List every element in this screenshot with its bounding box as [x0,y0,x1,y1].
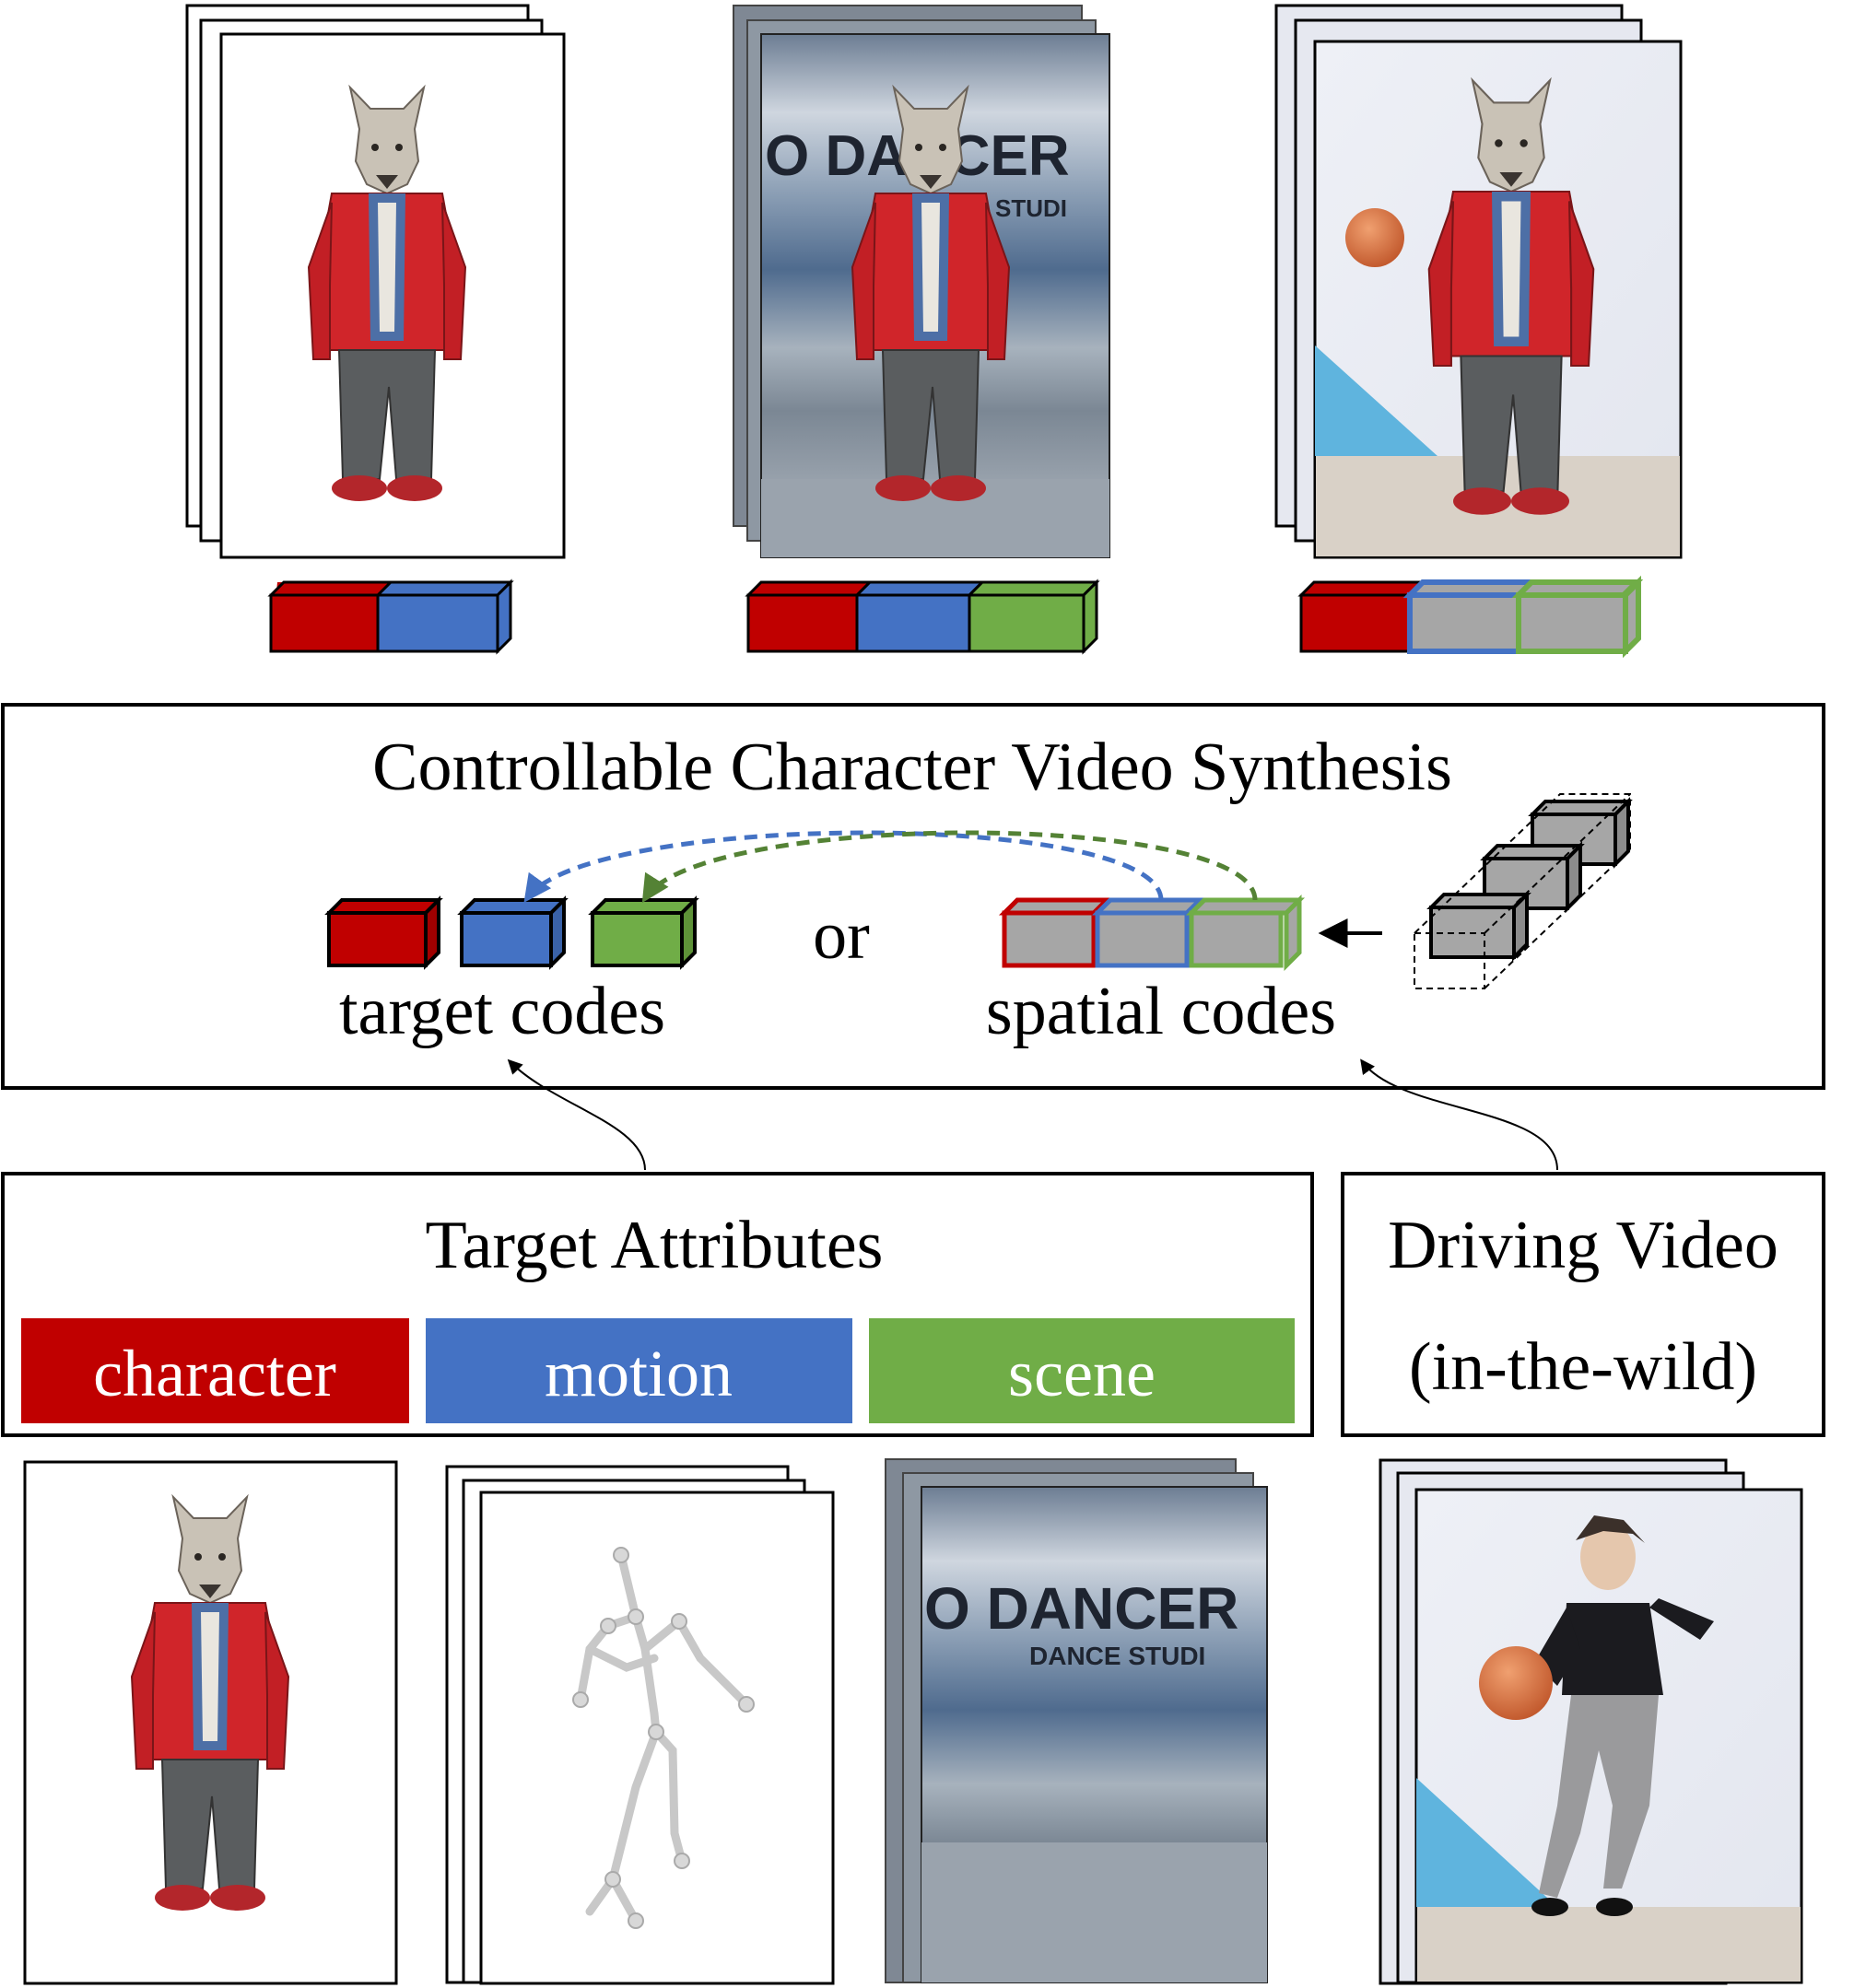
code-bar-output-1 [267,579,514,655]
or-label: or [813,898,870,974]
spatial-codes-label: spatial codes [986,974,1336,1049]
synthesis-box [1,703,1825,1090]
driving-to-spatial-arrow [1360,1058,1558,1171]
spatial-code-stack [1414,793,1633,989]
character-reference-frame [23,1460,398,1985]
attribute-character-box [21,1318,409,1423]
target-codes-cubes [324,895,699,970]
pose-skeleton-icon [576,1550,751,1925]
basketball-icon-driving [1479,1646,1553,1720]
output-frames-character-motion-scene: O DANCER STUDI [733,5,1110,558]
driving-video-box [1341,1172,1825,1437]
attributes-to-target-arrow [507,1058,646,1171]
scene-feedback-arrow [641,830,1258,904]
motion-feedback-arrow [523,830,1164,903]
target-attributes-box [1,1172,1314,1437]
attribute-motion-label: motion [545,1337,733,1410]
target-code-motion [457,895,569,970]
target-attributes-title: Target Attributes [426,1208,884,1283]
motion-skeleton-frames [445,1465,835,1985]
driving-video-title: Driving Video [1388,1208,1778,1283]
attribute-character-label: character [93,1337,336,1410]
scene-subbanner-output: STUDI [995,194,1067,222]
output-frames-spatial-driving [1274,4,1683,559]
attribute-motion-box [426,1318,852,1423]
scene-subbanner: DANCE STUDI [1029,1642,1205,1670]
attribute-scene-box [869,1318,1295,1423]
basketball-icon [1345,208,1404,267]
synthesis-title: Controllable Character Video Synthesis [372,730,1452,805]
target-code-scene [588,895,699,970]
dancer-figure [1479,1515,1714,1916]
output-frames-character-motion [185,4,566,559]
target-codes-label: target codes [339,974,665,1049]
driving-video-frames [1379,1458,1803,1985]
target-code-character [324,895,443,970]
spatial-codes-cubes [998,894,1306,972]
scene-banner: O DANCER [924,1575,1238,1642]
scene-frames: O DANCER DANCE STUDI [885,1458,1268,1983]
driving-video-subtitle: (in-the-wild) [1409,1329,1757,1405]
code-bar-output-3 [1297,575,1644,659]
code-bar-output-2 [745,579,1100,655]
attribute-scene-label: scene [1008,1337,1156,1410]
